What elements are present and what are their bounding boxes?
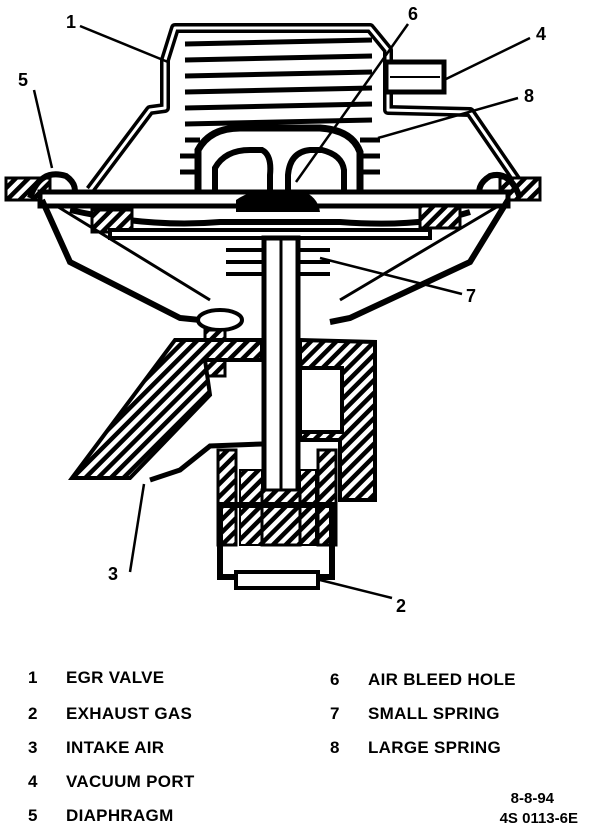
callout-2: 2 — [396, 596, 406, 616]
legend-label: INTAKE AIR — [66, 738, 165, 757]
legend-number: 1 — [28, 668, 38, 687]
legend-number: 5 — [28, 806, 38, 825]
figure-code: 4S 0113-6E — [499, 810, 578, 827]
legend-label: VACUUM PORT — [66, 772, 195, 791]
callout-6: 6 — [408, 4, 418, 24]
diaphragm-cup — [194, 124, 364, 192]
callout-7: 7 — [466, 286, 476, 306]
legend-label: DIAPHRAGM — [66, 806, 174, 825]
figure-date: 8-8-94 — [510, 790, 554, 807]
legend-label: LARGE SPRING — [368, 738, 502, 757]
base-body — [68, 338, 264, 480]
air-bleed-body — [236, 190, 320, 212]
legend-number: 4 — [28, 772, 38, 791]
legend-number: 8 — [330, 738, 340, 757]
callout-8: 8 — [524, 86, 534, 106]
vacuum-port — [383, 59, 447, 95]
callout-3: 3 — [108, 564, 118, 584]
legend-label: SMALL SPRING — [368, 704, 500, 723]
legend-label: AIR BLEED HOLE — [368, 670, 516, 689]
legend-number: 2 — [28, 704, 38, 723]
legend-number: 6 — [330, 670, 340, 689]
legend-number: 3 — [28, 738, 38, 757]
legend-number: 7 — [330, 704, 340, 723]
legend-label: EGR VALVE — [66, 668, 165, 687]
callout-4: 4 — [536, 24, 546, 44]
egr-valve-diagram: 1 2 3 4 5 6 7 8 — [4, 4, 546, 616]
callout-1: 1 — [66, 12, 76, 32]
legend-label: EXHAUST GAS — [66, 704, 193, 723]
callout-5: 5 — [18, 70, 28, 90]
leader-lines — [32, 23, 531, 600]
